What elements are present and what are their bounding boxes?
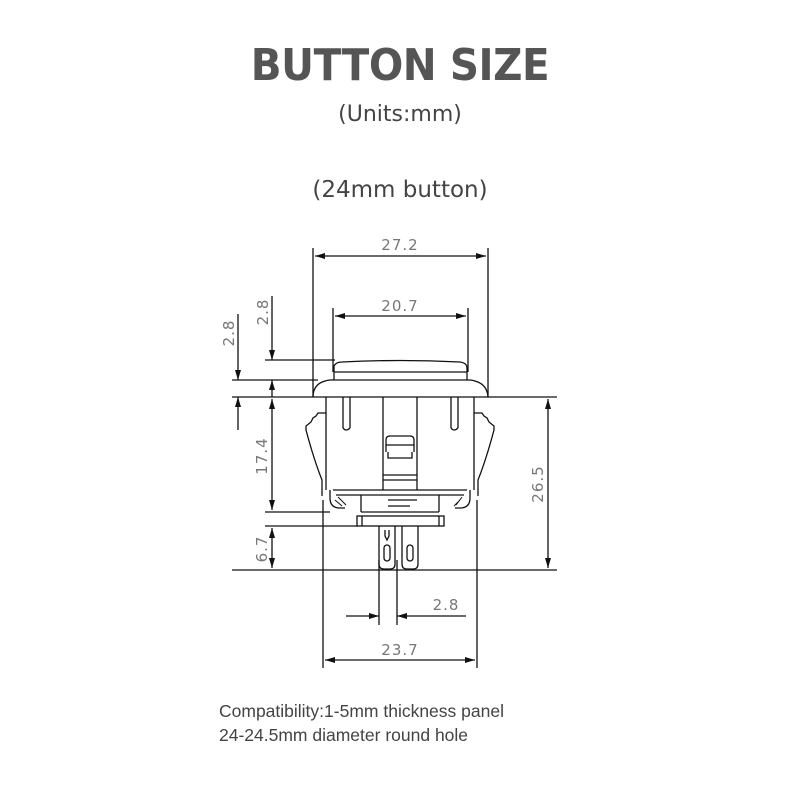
label-terminal-length: 6.7 [253,536,271,563]
hole-size-note: 24-24.5mm diameter round hole [219,725,469,745]
button-outline [305,359,495,570]
compatibility-note: Compatibility:1-5mm thickness panel [219,701,504,721]
dim-cap-width [332,308,469,372]
label-body-height: 17.4 [253,437,271,474]
dim-top-width [312,248,489,397]
dim-base-width [322,500,478,668]
label-terminal-spacing: 2.8 [433,596,460,614]
units-label: (Units:mm) [338,102,462,127]
label-cap-width: 20.7 [381,297,418,315]
label-base-width: 23.7 [381,641,418,659]
button-size-subtitle: (24mm button) [312,177,488,203]
label-top-width: 27.2 [381,236,418,254]
label-bezel-height: 2.8 [254,299,272,326]
page-title: BUTTON SIZE [250,40,550,91]
label-cap-height: 2.8 [220,320,238,347]
dim-terminal-spacing [346,560,466,625]
label-total-height: 26.5 [529,465,547,502]
